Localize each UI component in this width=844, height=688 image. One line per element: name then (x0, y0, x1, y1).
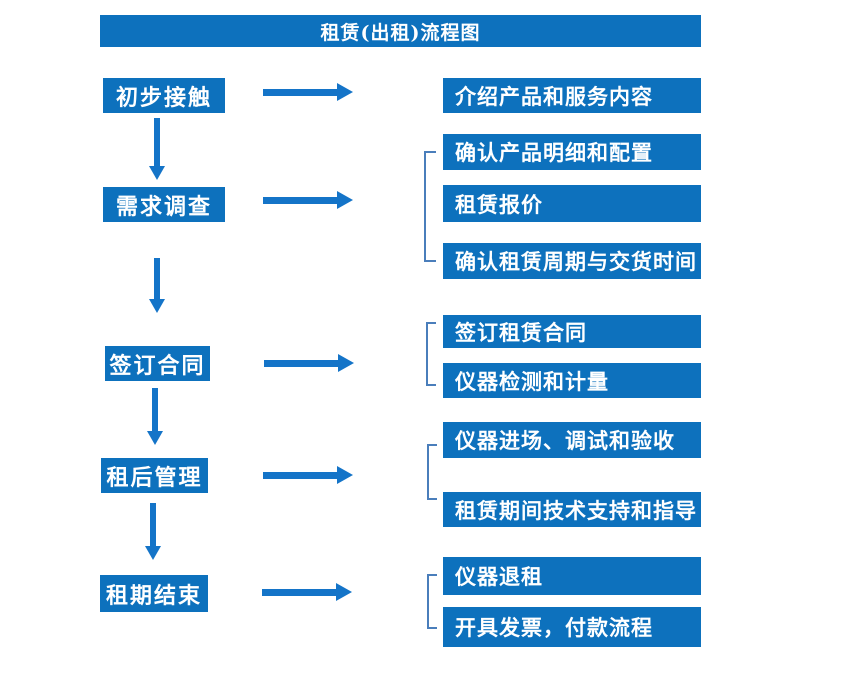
right-arrow-icon (263, 466, 353, 484)
arrow-shaft (152, 388, 158, 431)
arrow-head (337, 466, 353, 484)
detail-box-introduce-products: 介绍产品和服务内容 (443, 78, 701, 113)
arrow-head (145, 546, 161, 560)
arrow-shaft (262, 588, 336, 596)
arrow-head (337, 83, 353, 101)
arrow-shaft (263, 471, 337, 479)
detail-box-confirm-product-details: 确认产品明细和配置 (443, 134, 701, 170)
arrow-shaft (150, 503, 156, 546)
down-arrow-icon (149, 118, 165, 180)
step-box-initial-contact: 初步接触 (103, 78, 225, 113)
arrow-head (149, 166, 165, 180)
step-box-demand-survey: 需求调查 (103, 187, 225, 222)
step-box-sign-contract: 签订合同 (105, 346, 210, 381)
detail-box-confirm-rental-period: 确认租赁周期与交货时间 (443, 243, 701, 279)
right-arrow-icon (264, 354, 354, 372)
bracket-connector (426, 322, 436, 386)
detail-box-technical-support: 租赁期间技术支持和指导 (443, 492, 701, 527)
arrow-shaft (264, 359, 338, 367)
step-box-post-rental-management: 租后管理 (101, 458, 208, 493)
detail-box-rental-quote: 租赁报价 (443, 185, 701, 222)
down-arrow-icon (145, 503, 161, 560)
arrow-head (336, 583, 352, 601)
right-arrow-icon (263, 191, 353, 209)
detail-box-instrument-setup: 仪器进场、调试和验收 (443, 422, 701, 458)
arrow-head (149, 299, 165, 313)
right-arrow-icon (263, 83, 353, 101)
bracket-connector (427, 574, 437, 629)
detail-box-instrument-return: 仪器退租 (443, 557, 701, 595)
down-arrow-icon (147, 388, 163, 445)
detail-box-sign-rental-contract: 签订租赁合同 (443, 315, 701, 348)
down-arrow-icon (149, 258, 165, 313)
arrow-shaft (154, 118, 160, 166)
right-arrow-icon (262, 583, 352, 601)
detail-box-invoice-payment: 开具发票，付款流程 (443, 607, 701, 647)
detail-box-instrument-testing: 仪器检测和计量 (443, 363, 701, 398)
bracket-connector (427, 444, 437, 500)
step-box-rental-end: 租期结束 (100, 575, 208, 612)
flowchart-title: 租赁(出租)流程图 (100, 15, 701, 47)
arrow-shaft (154, 258, 160, 299)
arrow-head (338, 354, 354, 372)
arrow-head (337, 191, 353, 209)
arrow-shaft (263, 88, 337, 96)
arrow-shaft (263, 196, 337, 204)
arrow-head (147, 431, 163, 445)
bracket-connector (424, 151, 436, 262)
